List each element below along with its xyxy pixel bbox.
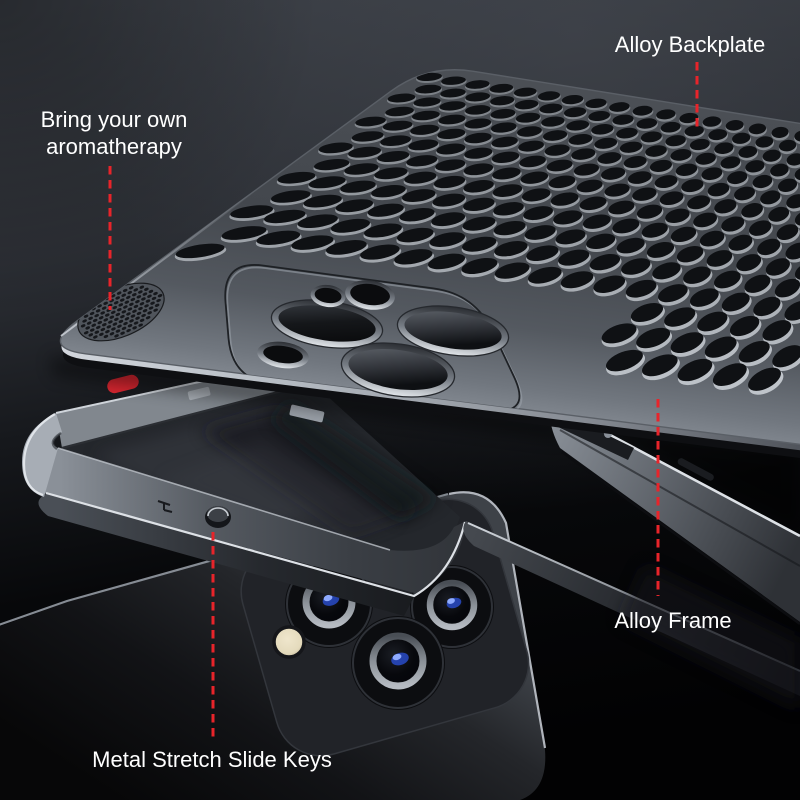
svg-text:Alloy Backplate: Alloy Backplate [615,32,765,57]
svg-text:Bring your own: Bring your own [41,107,188,132]
svg-text:Alloy Frame: Alloy Frame [614,608,731,633]
svg-text:Metal Stretch Slide Keys: Metal Stretch Slide Keys [92,747,332,772]
svg-text:aromatherapy: aromatherapy [46,134,182,159]
